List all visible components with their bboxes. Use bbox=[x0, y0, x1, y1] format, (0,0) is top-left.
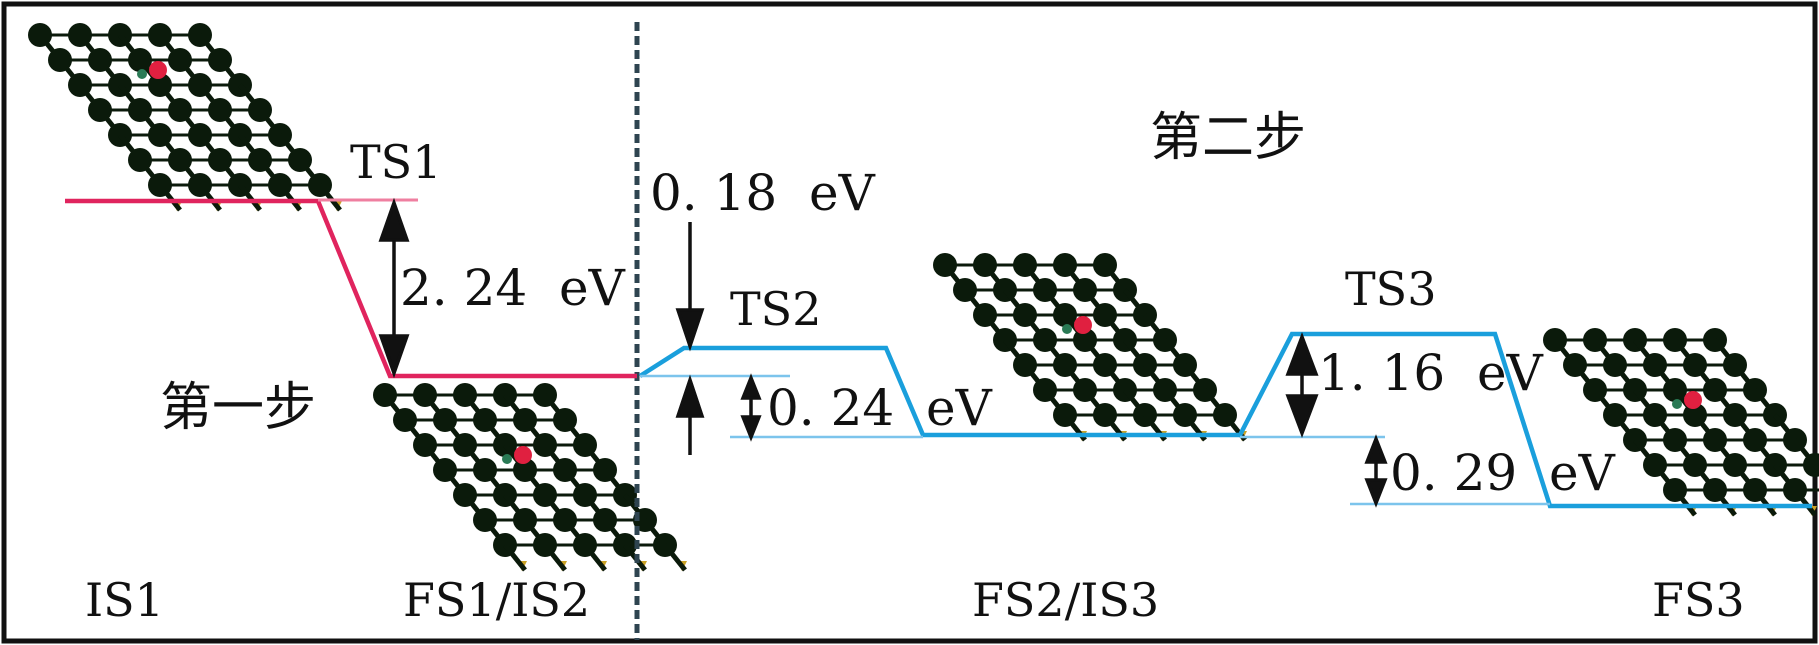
ts2-label: TS2 bbox=[730, 282, 821, 336]
energy-0-18: 0. 18 eV bbox=[650, 164, 876, 222]
fs2is3-structure bbox=[933, 253, 1247, 442]
ts1-label: TS1 bbox=[350, 135, 441, 189]
step1-energy-path bbox=[65, 198, 637, 379]
energy-0-29: 0. 29 eV bbox=[1390, 444, 1616, 502]
step2-energy-path bbox=[638, 331, 1812, 509]
molecule-structures bbox=[28, 23, 1819, 572]
fs1is2-label: FS1/IS2 bbox=[403, 573, 590, 627]
ts3-label: TS3 bbox=[1345, 262, 1436, 316]
energy-0-24: 0. 24 eV bbox=[767, 379, 993, 437]
energy-2-24: 2. 24 eV bbox=[400, 259, 626, 317]
energy-1-16: 1. 16 eV bbox=[1318, 344, 1544, 402]
step2-label: 第二步 bbox=[1150, 108, 1306, 168]
is1-structure bbox=[28, 23, 342, 212]
fs3-structure bbox=[1543, 328, 1819, 517]
step1-label: 第一步 bbox=[160, 378, 316, 438]
fs2is3-label: FS2/IS3 bbox=[972, 573, 1159, 627]
fs1is2-structure bbox=[373, 383, 687, 572]
fs3-label: FS3 bbox=[1652, 573, 1745, 627]
is1-label: IS1 bbox=[85, 573, 164, 627]
energy-arrows bbox=[378, 197, 1388, 508]
